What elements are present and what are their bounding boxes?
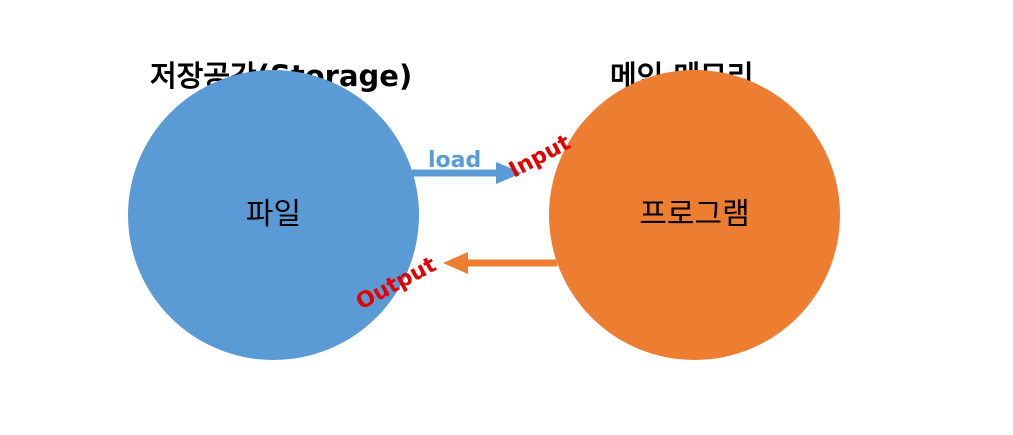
output-label: Output [352,252,441,315]
load-label: load [428,148,481,173]
input-label: Input [505,130,575,183]
main-memory-node: 프로그램 [549,70,840,360]
program-label: 프로그램 [639,197,750,232]
file-label: 파일 [245,197,302,232]
load-arrow [412,162,522,184]
output-arrow [443,252,557,274]
storage-node: 파일 [128,70,419,360]
